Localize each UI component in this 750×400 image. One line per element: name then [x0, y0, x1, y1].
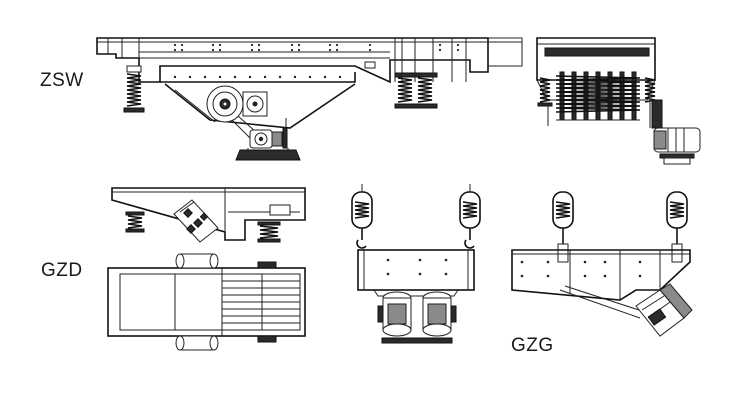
gzd-side-magnet	[173, 199, 219, 243]
label-gzg: GZG	[511, 335, 554, 356]
gzg-end-exciter-right	[422, 291, 457, 337]
zsw-motor	[231, 115, 301, 161]
gzg-end-view	[351, 184, 481, 344]
gzg-side-view	[511, 191, 693, 337]
zsw-beam-bolts	[173, 75, 342, 79]
gzd-top-magnet-lower	[175, 335, 219, 351]
zsw-bolts	[173, 43, 460, 52]
gzg-side-motor	[635, 283, 693, 337]
label-gzd: GZD	[41, 260, 83, 281]
gzg-end-bolts	[386, 258, 448, 276]
zsw-spring-right	[394, 72, 438, 109]
gzg-side-bolts	[520, 260, 642, 278]
gzg-side-hanger-right	[666, 191, 688, 263]
zsw-end-view	[536, 37, 701, 165]
zsw-side-view	[96, 37, 523, 161]
zsw-spring-left	[123, 65, 145, 113]
gzg-side-hanger-left	[552, 191, 574, 263]
gzd-top-grate	[222, 280, 300, 324]
gzg-end-hanger-left	[351, 184, 373, 249]
gzd-side-view	[111, 187, 306, 243]
gzg-end-exciter-left	[377, 291, 412, 337]
gzd-top-magnet-upper	[175, 253, 219, 269]
gzd-top-spring-marks	[257, 261, 277, 343]
gzg-end-hanger-right	[459, 184, 481, 249]
zsw-end-motor	[651, 99, 701, 165]
gzd-top-view	[107, 253, 306, 351]
zsw-exciter-wheel	[206, 85, 268, 123]
gzd-side-spring-right	[257, 221, 281, 243]
gzd-side-spring-left	[125, 211, 145, 233]
label-zsw: ZSW	[40, 70, 84, 91]
